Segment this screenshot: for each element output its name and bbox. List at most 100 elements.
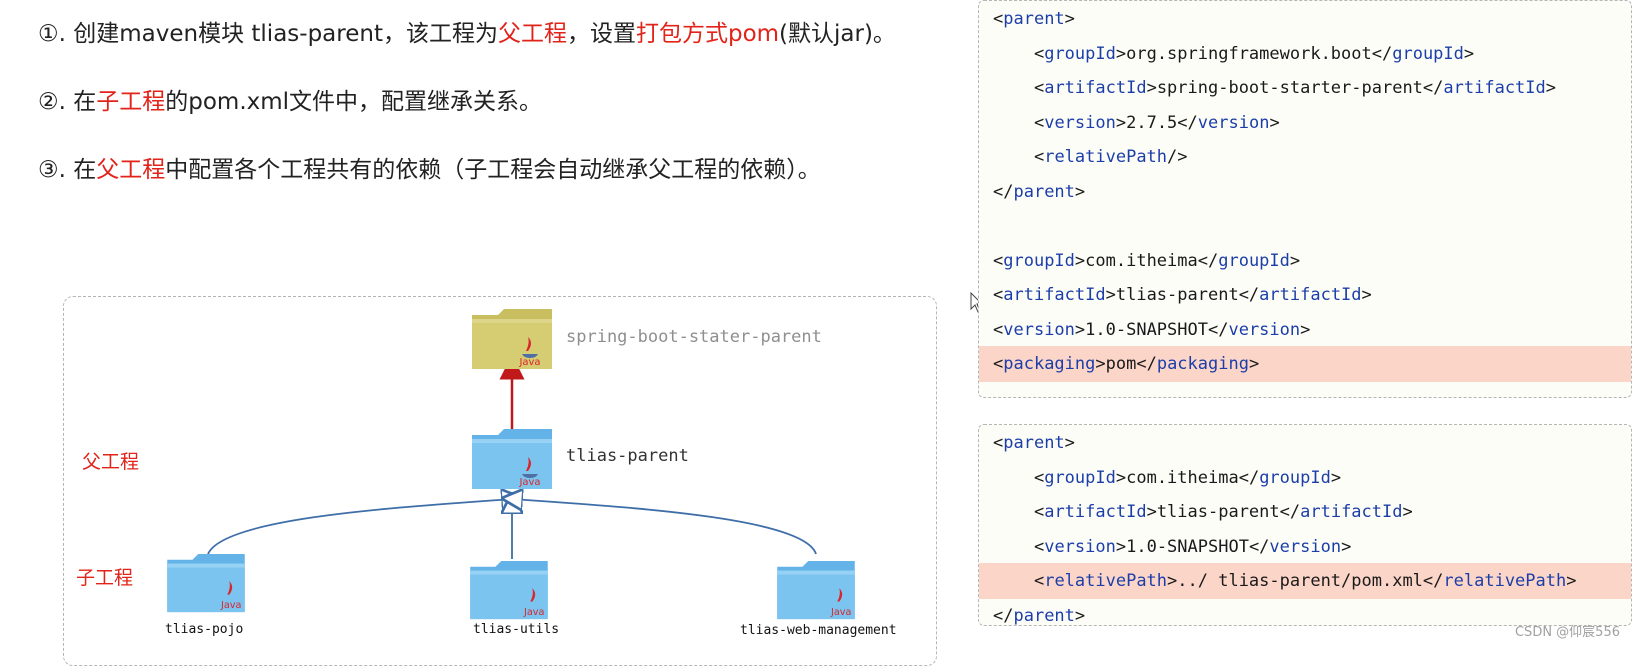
step-text: 在 (65, 157, 97, 183)
code-line: </parent> (979, 174, 1631, 210)
step-text: 创建maven模块 tlias-parent，该工程为 (65, 21, 498, 47)
code-line-text: <parent> (993, 9, 1075, 29)
highlight-text: 打包方式pom (635, 21, 780, 47)
code-line: <version>1.0-SNAPSHOT</version> (979, 312, 1631, 348)
xml-tag-name: relativePath (1443, 571, 1567, 591)
code-line: <packaging>pom</packaging> (979, 346, 1631, 382)
code-line-text: <relativePath/> (1033, 147, 1188, 167)
step-3: ③. 在父工程中配置各个工程共有的依赖（子工程会自动继承父工程的依赖）。 (38, 150, 821, 184)
code-line: <artifactId>spring-boot-starter-parent</… (979, 70, 1631, 106)
xml-tag-name: parent (1003, 9, 1065, 29)
code-line-text: <artifactId>tlias-parent</artifactId> (1033, 502, 1413, 522)
xml-tag-name: relativePath (1044, 147, 1168, 167)
code-line: <artifactId>tlias-parent</artifactId> (979, 494, 1631, 530)
xml-tag-name: version (1269, 536, 1342, 557)
code-line-text: <artifactId>spring-boot-starter-parent</… (1033, 78, 1557, 98)
xml-tag-name: groupId (1044, 43, 1116, 64)
code-line-text: <groupId>com.itheima</groupId> (993, 250, 1301, 271)
code-line: <parent> (979, 1, 1631, 37)
step-text: 的pom.xml文件中，配置继承关系。 (165, 89, 543, 115)
child-pom-code-panel: <parent> <groupId>com.itheima</groupId> … (978, 424, 1632, 626)
code-line: <groupId>com.itheima</groupId> (979, 460, 1631, 496)
step-text: 中配置各个工程共有的依赖（子工程会自动继承父工程的依赖）。 (165, 157, 821, 183)
web-to-parent-arrow (512, 499, 817, 555)
inheritance-diagram: Java spring-boot-stater-parent Java tlia… (63, 296, 937, 666)
xml-tag-name: artifactId (1044, 502, 1147, 522)
xml-tag-name: parent (1013, 181, 1075, 202)
diagram-arrows (207, 354, 817, 559)
code-line: <version>1.0-SNAPSHOT</version> (979, 529, 1631, 565)
code-line: <artifactId>tlias-parent</artifactId> (979, 277, 1631, 313)
step-text: 在 (65, 89, 97, 115)
code-line: <groupId>com.itheima</groupId> (979, 243, 1631, 279)
code-line: </parent> (979, 598, 1631, 634)
xml-tag-name: artifactId (1044, 78, 1147, 98)
highlight-text: 子工程 (96, 89, 166, 115)
xml-tag-name: groupId (1259, 467, 1331, 488)
xml-tag-name: groupId (1044, 467, 1116, 488)
code-line-text: <groupId>org.springframework.boot</group… (1033, 43, 1475, 64)
parent-label: tlias-parent (566, 446, 689, 466)
code-line-text: <parent> (993, 433, 1075, 453)
code-line-text: <artifactId>tlias-parent</artifactId> (993, 285, 1372, 305)
step-number: ②. (38, 89, 66, 115)
xml-tag-name: packaging (1003, 354, 1096, 374)
parent-folder-icon: Java (470, 427, 554, 491)
role-parent-label: 父工程 (82, 451, 140, 473)
step-number: ③. (38, 157, 66, 183)
code-line-text: <version>1.0-SNAPSHOT</version> (993, 319, 1311, 340)
xml-tag-name: version (1044, 112, 1116, 133)
child-utils-folder-icon: Java (464, 559, 554, 621)
step-text: (默认jar)。 (779, 21, 896, 47)
svg-text:Java: Java (518, 357, 540, 368)
code-line-text: </parent> (993, 181, 1086, 202)
svg-text:Java: Java (523, 607, 545, 618)
svg-text:Java: Java (220, 600, 242, 611)
watermark: CSDN @仰宸556 (1514, 625, 1620, 640)
xml-tag-name: version (1044, 536, 1116, 557)
parent-pom-code-panel: <parent> <groupId>org.springframework.bo… (978, 0, 1632, 398)
code-line-text: </parent> (993, 605, 1086, 626)
root-folder-icon: Java (470, 307, 554, 371)
xml-tag-name: groupId (1218, 250, 1290, 271)
child-web-label: tlias-web-management (740, 623, 897, 638)
code-line-text: <groupId>com.itheima</groupId> (1033, 467, 1342, 488)
svg-text:Java: Java (830, 607, 852, 618)
code-line-text: <relativePath>../ tlias-parent/pom.xml</… (1033, 571, 1577, 591)
xml-tag-name: parent (1013, 605, 1075, 626)
code-line: <groupId>org.springframework.boot</group… (979, 36, 1631, 72)
step-2: ②. 在子工程的pom.xml文件中，配置继承关系。 (38, 82, 542, 116)
step-number: ①. (38, 21, 66, 47)
xml-tag-name: artifactId (1300, 502, 1403, 522)
code-line-text: <version>1.0-SNAPSHOT</version> (1033, 536, 1352, 557)
code-line-text: <version>2.7.5</version> (1033, 112, 1280, 133)
role-child-label: 子工程 (76, 567, 134, 589)
step-text: ，设置 (566, 21, 636, 47)
code-line: <relativePath/> (979, 139, 1631, 175)
step-1: ①. 创建maven模块 tlias-parent，该工程为父工程，设置打包方式… (38, 14, 896, 48)
xml-tag-name: artifactId (1003, 285, 1106, 305)
xml-tag-name: version (1197, 112, 1270, 133)
xml-tag-name: version (1003, 319, 1075, 340)
root-label: spring-boot-stater-parent (566, 327, 822, 347)
xml-tag-name: groupId (1003, 250, 1075, 271)
child-pojo-label: tlias-pojo (165, 622, 244, 637)
code-line: <relativePath>../ tlias-parent/pom.xml</… (979, 563, 1631, 599)
highlight-text: 父工程 (497, 21, 567, 47)
xml-tag-name: artifactId (1443, 78, 1546, 98)
highlight-text: 父工程 (96, 157, 166, 183)
xml-tag-name: parent (1003, 433, 1065, 453)
xml-tag-name: version (1228, 319, 1301, 340)
child-web-folder-icon: Java (771, 559, 861, 621)
xml-tag-name: groupId (1392, 43, 1464, 64)
code-line: <version>2.7.5</version> (979, 105, 1631, 141)
svg-text:Java: Java (518, 477, 540, 488)
xml-tag-name: relativePath (1044, 571, 1168, 591)
xml-tag-name: artifactId (1259, 285, 1362, 305)
pojo-to-parent-arrow (207, 499, 512, 555)
xml-tag-name: packaging (1156, 354, 1249, 374)
code-line (979, 208, 1631, 244)
child-pojo-folder-icon: Java (164, 552, 248, 614)
code-line: <parent> (979, 425, 1631, 461)
code-line-text: <packaging>pom</packaging> (993, 354, 1260, 374)
